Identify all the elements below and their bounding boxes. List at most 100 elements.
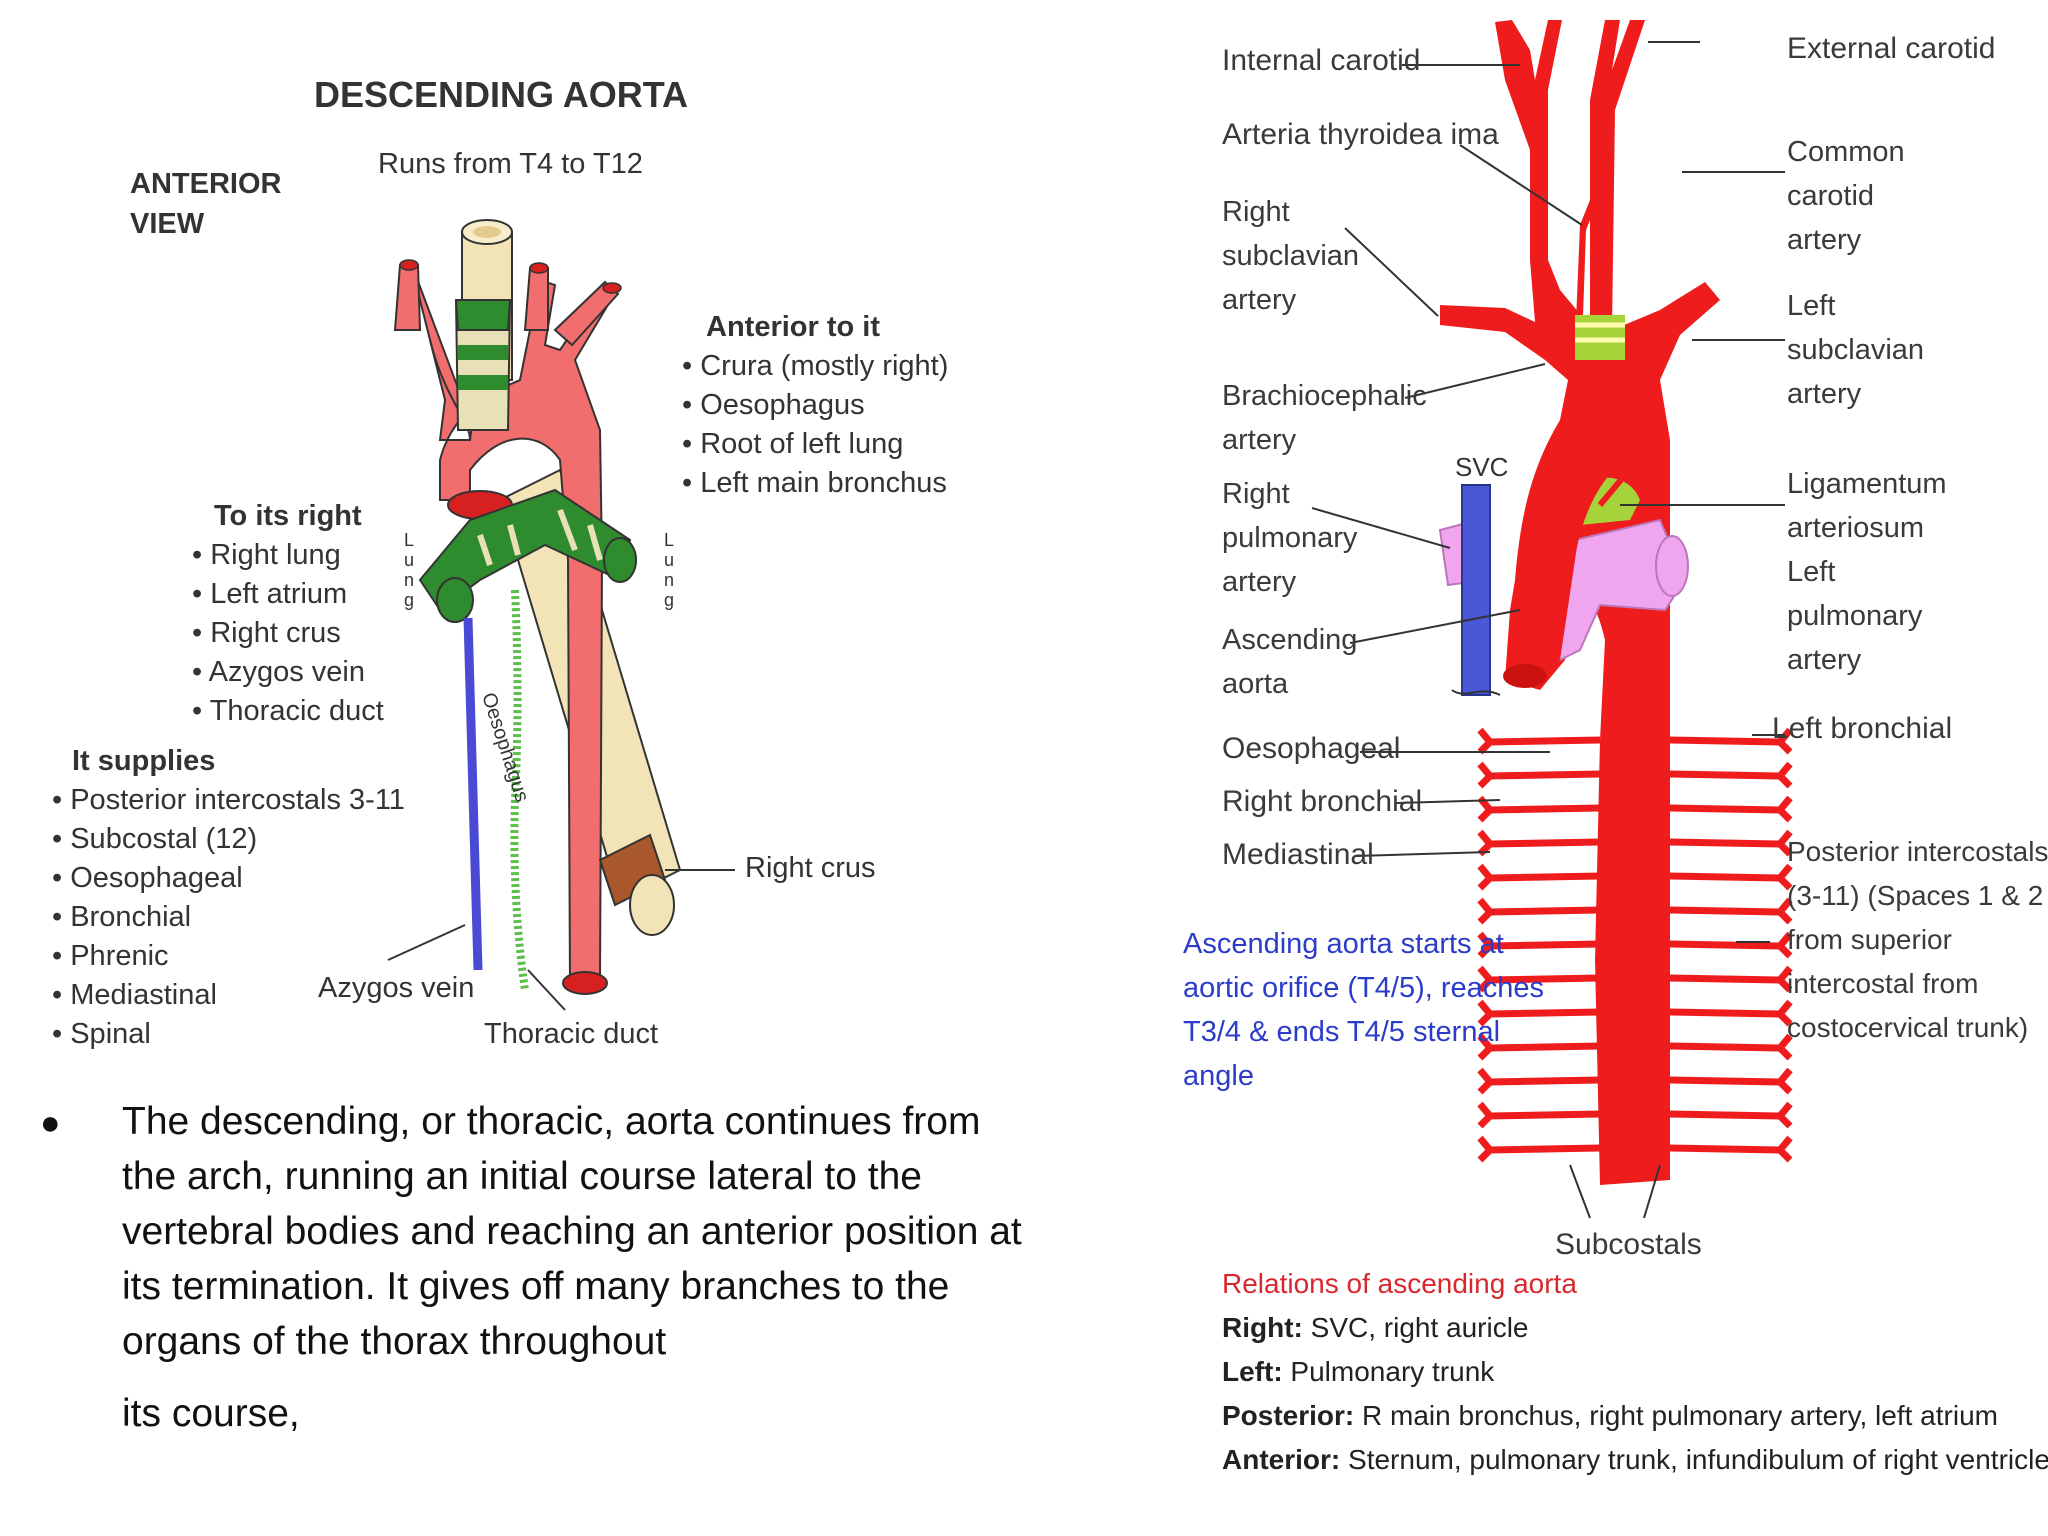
supplies-list-block: It supplies Posterior intercostals 3-11 … — [52, 742, 405, 1054]
brachiocephalic-label: Brachiocephalic artery — [1222, 374, 1427, 462]
list-item: Right crus — [192, 614, 384, 653]
relation-key: Anterior: — [1222, 1444, 1341, 1475]
relation-row: Left: Pulmonary trunk — [1222, 1350, 2048, 1394]
intercostal-branch — [1669, 863, 1793, 891]
description-paragraph-end: its course, — [122, 1392, 300, 1435]
lung-letter: u — [664, 550, 675, 570]
intercostal-branch — [1669, 1101, 1793, 1129]
list-item: Mediastinal — [52, 976, 405, 1015]
intercostal-branch — [1477, 795, 1601, 823]
label-line: pulmonary — [1787, 600, 1923, 632]
relation-key: Posterior: — [1222, 1400, 1355, 1431]
label-line: Left — [1787, 556, 1836, 588]
label-line: (3-11) (Spaces 1 & 2 — [1787, 880, 2044, 911]
supplies-list: Posterior intercostals 3-11 Subcostal (1… — [52, 781, 405, 1054]
common-carotid-label: Common carotid artery — [1787, 130, 1905, 262]
svc-label: SVC — [1455, 452, 1509, 482]
list-item: Oesophageal — [52, 859, 405, 898]
relation-row: Right: SVC, right auricle — [1222, 1306, 2048, 1350]
list-item: Azygos vein — [192, 653, 384, 692]
descending-aorta-title: DESCENDING AORTA — [314, 74, 689, 115]
relation-key: Right: — [1222, 1312, 1303, 1343]
list-item: Right lung — [192, 536, 384, 575]
intercostal-branches — [1477, 727, 1793, 1163]
external-carotid-label: External carotid — [1787, 32, 1996, 65]
relation-row: Anterior: Sternum, pulmonary trunk, infu… — [1222, 1438, 2048, 1482]
relation-value: Pulmonary trunk — [1282, 1356, 1495, 1387]
intercostal-branch — [1669, 965, 1793, 993]
label-line: artery — [1787, 644, 1862, 676]
relation-row: Posterior: R main bronchus, right pulmon… — [1222, 1394, 2048, 1438]
intercostal-branch — [1669, 761, 1793, 789]
label-line: artery — [1787, 224, 1862, 256]
intercostal-branch — [1669, 829, 1793, 857]
trachea-bronchi-illustration — [418, 299, 637, 623]
list-item: Spinal — [52, 1015, 405, 1054]
intercostal-branch — [1477, 727, 1601, 755]
intercostal-branch — [1669, 1033, 1793, 1061]
anterior-relations: Anterior to it Crura (mostly right) Oeso… — [682, 308, 948, 503]
posterior-intercostals-label: Posterior intercostals (3-11) (Spaces 1 … — [1787, 830, 2048, 1050]
label-line: artery — [1222, 284, 1297, 316]
intercostal-branch — [1477, 931, 1601, 959]
note-line: angle — [1183, 1060, 1254, 1092]
label-line: Right — [1222, 196, 1290, 228]
intercostal-branch — [1477, 999, 1601, 1027]
intercostal-branch — [1477, 897, 1601, 925]
list-item: Crura (mostly right) — [682, 347, 948, 386]
view-line: VIEW — [130, 208, 205, 240]
relation-value: SVC, right auricle — [1302, 1312, 1529, 1343]
label-line: pulmonary — [1222, 522, 1358, 554]
label-line: Common — [1787, 136, 1905, 168]
aortic-tree-illustration — [1438, 20, 1720, 1185]
list-item: Left atrium — [192, 575, 384, 614]
lung-label-right: L u n g — [404, 530, 414, 610]
note-line: T3/4 & ends T4/5 sternal — [1183, 1016, 1501, 1048]
intercostal-branch — [1477, 863, 1601, 891]
lung-letter: L — [664, 530, 675, 550]
lung-letter: L — [404, 530, 415, 550]
relation-value: Sternum, pulmonary trunk, infundibulum o… — [1340, 1444, 2048, 1475]
label-line: Brachiocephalic — [1222, 380, 1427, 412]
note-line: Ascending aorta starts at — [1183, 928, 1504, 960]
label-line: subclavian — [1222, 240, 1360, 272]
azygos-vein-illustration — [463, 617, 483, 971]
list-item: Root of left lung — [682, 425, 948, 464]
anterior-view-label: ANTERIOR VIEW — [130, 164, 281, 244]
right-relations-list: Right lung Left atrium Right crus Azygos… — [192, 536, 384, 731]
bullet-marker: ● — [40, 1104, 61, 1142]
list-item: Thoracic duct — [192, 692, 384, 731]
intercostal-branch — [1669, 1135, 1793, 1163]
right-diagram-pointer-lines — [1311, 41, 1785, 1219]
label-line: Posterior intercostals — [1787, 836, 2048, 867]
intercostal-branch — [1669, 1067, 1793, 1095]
relation-value: R main bronchus, right pulmonary artery,… — [1354, 1400, 1998, 1431]
left-subclavian-label: Left subclavian artery — [1787, 284, 1924, 416]
label-line: subclavian — [1787, 334, 1925, 366]
oesophageal-label: Oesophageal — [1222, 732, 1401, 765]
list-item: Phrenic — [52, 937, 405, 976]
lung-letter: n — [404, 570, 415, 590]
right-subclavian-label: Right subclavian artery — [1222, 190, 1359, 322]
anterior-heading: Anterior to it — [706, 311, 880, 343]
label-line: carotid — [1787, 180, 1875, 212]
label-line: artery — [1222, 566, 1297, 598]
label-line: intercostal from — [1787, 968, 1979, 999]
label-line: Ascending — [1222, 624, 1358, 656]
lung-letter: u — [404, 550, 415, 570]
left-bronchial-label: Left bronchial — [1772, 712, 1953, 745]
list-item: Left main bronchus — [682, 464, 948, 503]
lung-label-left: L u n g — [664, 530, 674, 610]
internal-carotid-label: Internal carotid — [1222, 44, 1421, 77]
intercostal-branch — [1477, 1101, 1601, 1129]
label-line: aorta — [1222, 668, 1289, 700]
mediastinal-label: Mediastinal — [1222, 838, 1374, 871]
label-line: artery — [1222, 424, 1297, 456]
list-item: Oesophagus — [682, 386, 948, 425]
right-relations: To its right Right lung Left atrium Righ… — [192, 497, 384, 731]
intercostal-branch — [1669, 795, 1793, 823]
list-item: Subcostal (12) — [52, 820, 405, 859]
label-line: costocervical trunk) — [1787, 1012, 2029, 1043]
view-line: ANTERIOR — [130, 168, 282, 200]
